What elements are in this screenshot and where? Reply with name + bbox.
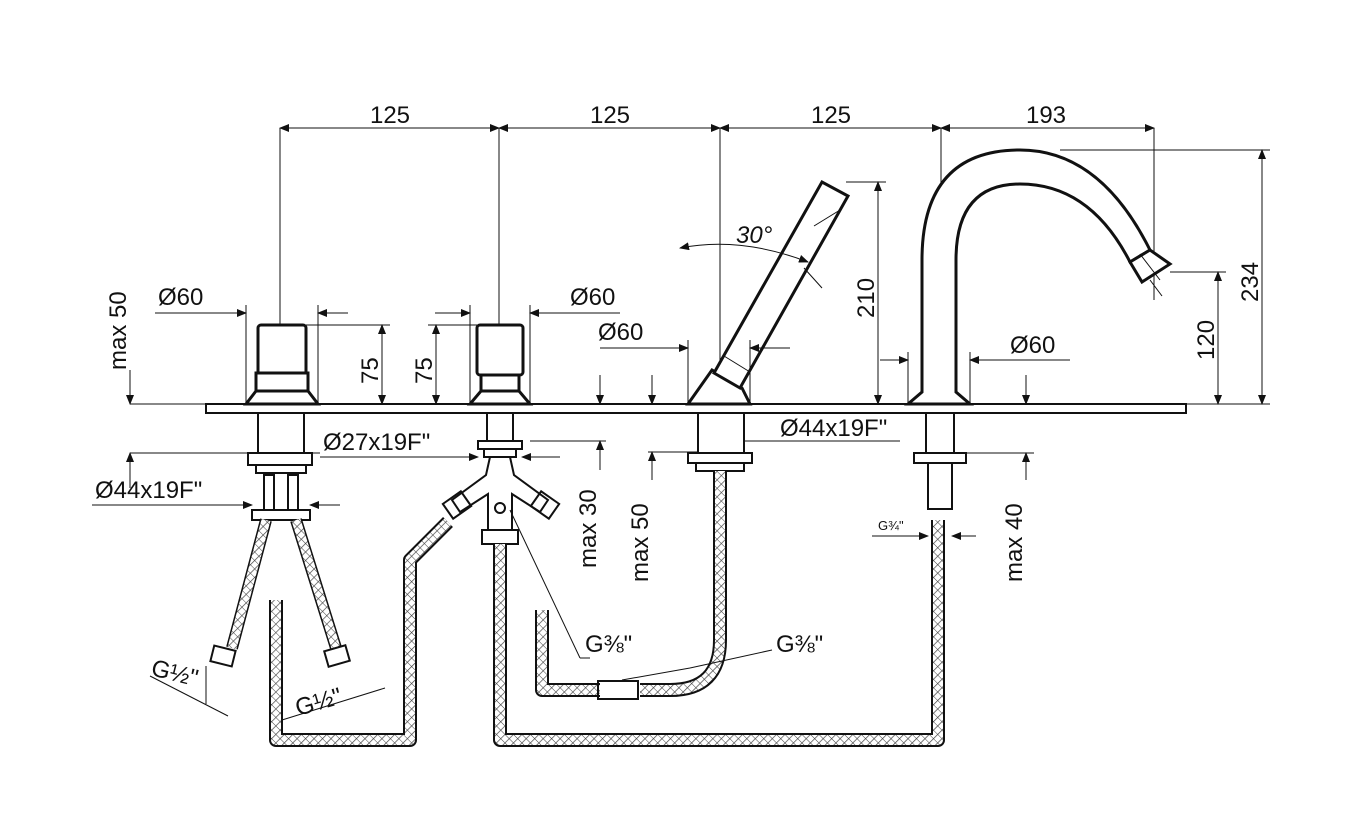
- spout-max-deck-label: max 40: [1001, 503, 1028, 582]
- handshower-thread-label: G⅜": [776, 631, 823, 658]
- center-valve-height-label: 75: [411, 357, 438, 384]
- left-thread-a-label: G½": [149, 655, 201, 693]
- center-shank-label: Ø27x19F": [323, 429, 430, 456]
- spout-outlet-height-label: 120: [1193, 320, 1220, 360]
- center-valve: [441, 323, 561, 545]
- center-max-deck-30-label: max 30: [575, 489, 602, 568]
- left-valve-height-label: 75: [357, 357, 384, 384]
- center-max-deck-50-label: max 50: [627, 503, 654, 582]
- handshower-diameter-label: Ø60: [598, 319, 643, 346]
- handshower-angle-label: 30°: [736, 222, 773, 249]
- spout-reach-label: 193: [1026, 102, 1066, 129]
- spacing-1-label: 125: [370, 102, 410, 129]
- left-inlet-hoses: [209, 474, 352, 668]
- center-valve-diameter-label: Ø60: [570, 284, 615, 311]
- handshower-height-label: 210: [853, 278, 880, 318]
- spacing-3-label: 125: [811, 102, 851, 129]
- left-valve-diameter-label: Ø60: [158, 284, 203, 311]
- spacing-2-label: 125: [590, 102, 630, 129]
- left-valve: [242, 323, 322, 521]
- left-shank-label: Ø44x19F": [95, 477, 202, 504]
- center-thread-label: G⅜": [585, 631, 632, 658]
- center-hoses: [269, 517, 945, 747]
- handshower-hose: [597, 471, 727, 700]
- bath-spout: [903, 148, 1173, 510]
- left-thread-b-label: G½": [292, 683, 345, 722]
- spout-diameter-label: Ø60: [1010, 332, 1055, 359]
- handshower-shank-label: Ø44x19F": [780, 415, 887, 442]
- spout-total-height-label: 234: [1237, 262, 1264, 302]
- spout-thread-label: G¾": [878, 518, 904, 533]
- left-max-deck-label: max 50: [105, 291, 132, 370]
